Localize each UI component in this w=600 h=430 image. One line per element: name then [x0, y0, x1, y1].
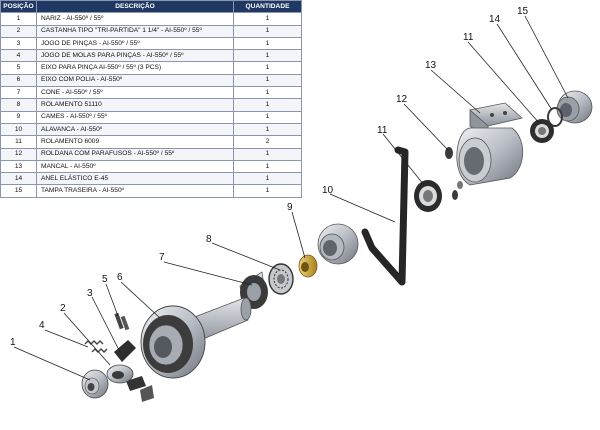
part-nose — [81, 369, 109, 399]
callout-12: 12 — [396, 94, 408, 105]
part-springs — [84, 340, 108, 353]
row-position: 3 — [0, 36, 37, 51]
callout-13: 13 — [425, 60, 437, 71]
callout-numbers: 1 2 3 4 5 6 7 8 9 10 11 11 12 13 14 15 — [10, 6, 529, 348]
callout-14: 14 — [489, 14, 501, 25]
row-quantity: 1 — [233, 49, 302, 63]
row-position: 4 — [0, 49, 37, 63]
row-quantity: 1 — [233, 36, 302, 51]
callout-10: 10 — [322, 185, 334, 196]
row-description: TAMPA TRASEIRA - AI-550º — [36, 184, 234, 198]
header-position: POSIÇÃO — [0, 0, 37, 14]
row-position: 14 — [0, 172, 37, 186]
leader-lines — [13, 15, 569, 381]
part-bearing-housing — [456, 102, 524, 186]
row-quantity: 1 — [233, 159, 302, 174]
table-header-row: POSIÇÃO DESCRIÇÃO QUANTIDADE — [0, 0, 302, 14]
row-quantity: 1 — [233, 147, 302, 161]
part-rear-bearing — [530, 119, 554, 143]
row-position: 12 — [0, 147, 37, 161]
row-description: JOGO DE PINÇAS - AI-550º / 55º — [36, 36, 234, 51]
row-description: EIXO COM POLIA - AI-550º — [36, 73, 234, 88]
part-thrust-bearing — [268, 263, 294, 295]
callout-3: 3 — [87, 288, 93, 299]
row-position: 2 — [0, 24, 37, 38]
callout-11-rear: 11 — [463, 32, 474, 43]
header-quantity: QUANTIDADE — [233, 0, 302, 14]
header-description: DESCRIÇÃO — [36, 0, 234, 14]
part-lever — [361, 146, 409, 286]
row-position: 8 — [0, 98, 37, 112]
row-description: ALAVANCA - AI-550º — [36, 122, 234, 137]
part-chuck-nut — [106, 364, 134, 384]
part-shaft-with-pulley — [140, 297, 252, 379]
callout-5: 5 — [102, 274, 108, 285]
row-description: JOGO DE MOLAS PARA PINÇAS - AI-550º / 55… — [36, 49, 234, 63]
callout-1: 1 — [10, 337, 16, 348]
callout-7: 7 — [159, 252, 165, 263]
callout-4: 4 — [39, 320, 45, 331]
row-position: 6 — [0, 73, 37, 88]
callout-8: 8 — [206, 234, 212, 245]
row-quantity: 1 — [233, 184, 302, 198]
callout-6: 6 — [117, 272, 123, 283]
callout-11-front: 11 — [377, 125, 388, 136]
callout-9: 9 — [287, 202, 293, 213]
row-quantity: 2 — [233, 135, 302, 149]
callout-15: 15 — [517, 6, 529, 17]
part-collets — [114, 340, 154, 402]
part-front-bearing — [414, 180, 442, 212]
row-quantity: 1 — [233, 172, 302, 186]
row-position: 10 — [0, 122, 37, 137]
row-quantity: 1 — [233, 122, 302, 137]
part-collet-pins — [114, 312, 130, 331]
part-cam — [317, 223, 359, 265]
callout-2: 2 — [60, 303, 66, 314]
row-description: CASTANHA TIPO "TRI-PARTIDA" 1 1/4" - AI-… — [36, 24, 234, 38]
row-quantity: 1 — [233, 24, 302, 38]
row-description: ROLDANA COM PARAFUSOS - AI-550º / 55º — [36, 147, 234, 161]
part-bronze-bushing — [298, 254, 318, 278]
row-description: ANEL ELÁSTICO E-45 — [36, 172, 234, 186]
part-snap-ring — [547, 107, 563, 127]
part-pulley-screws — [445, 147, 463, 200]
